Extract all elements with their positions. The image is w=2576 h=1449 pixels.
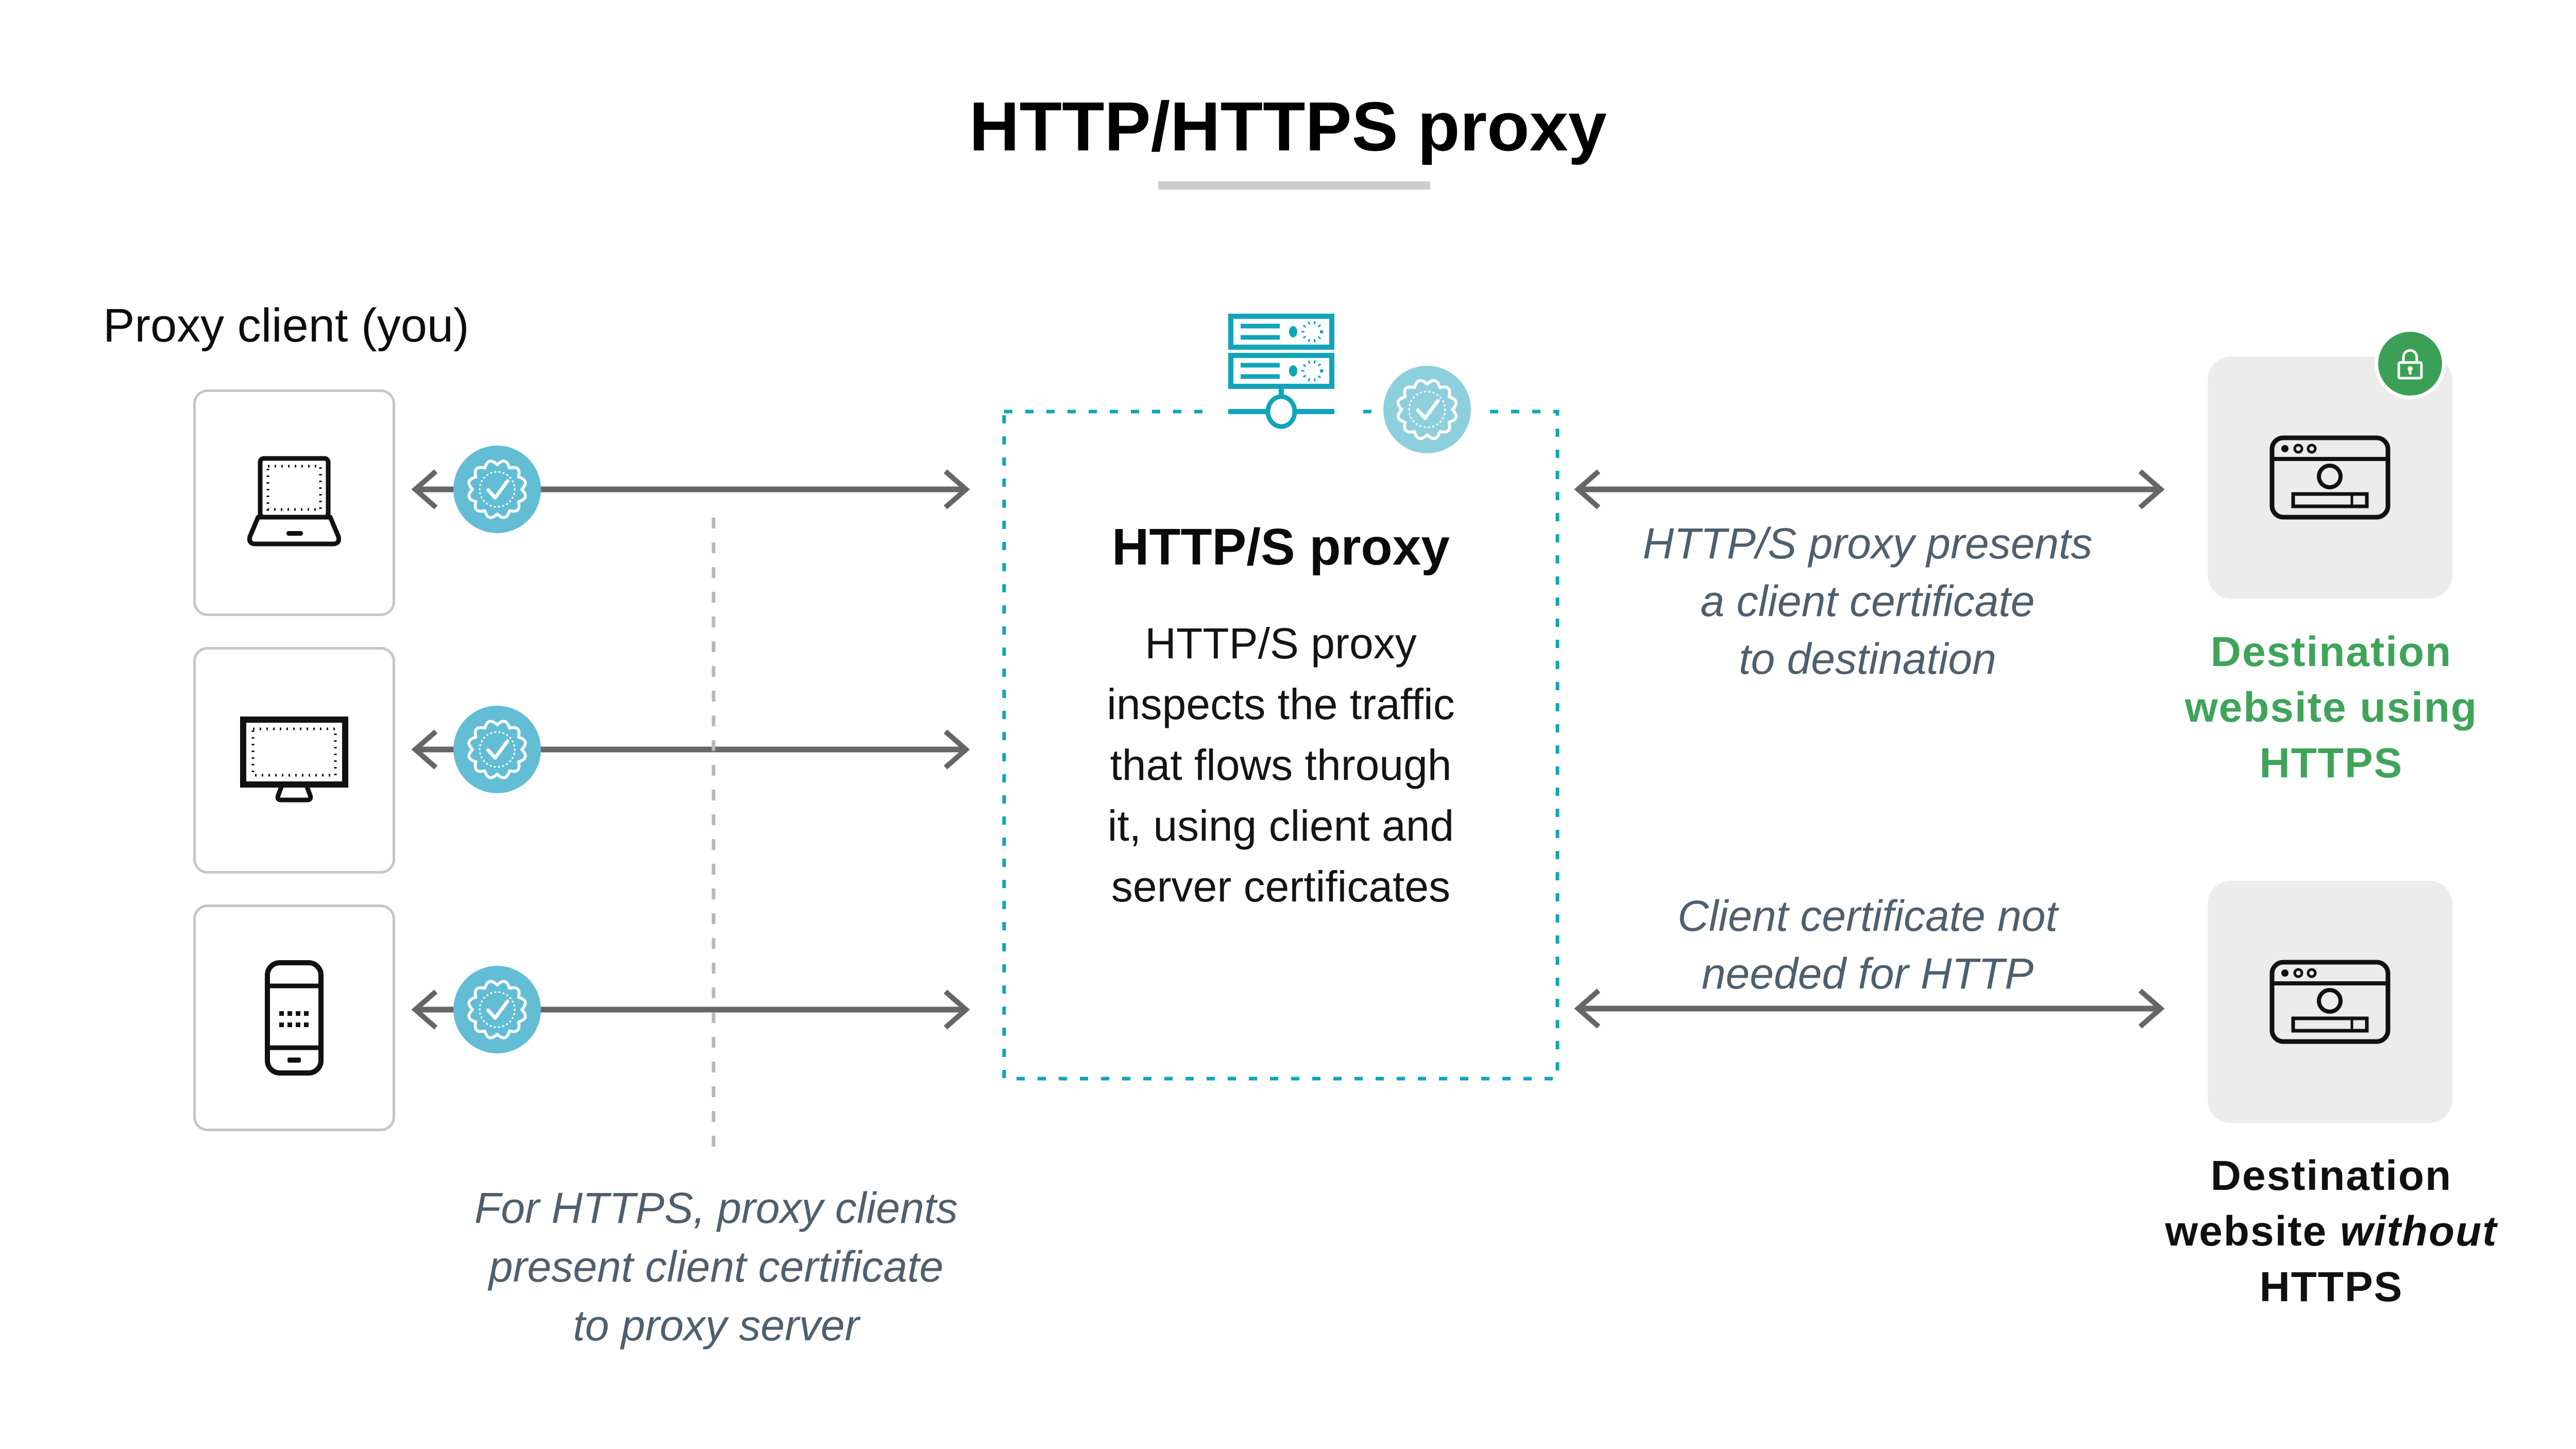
device-box-smartphone <box>193 905 395 1131</box>
destination-label-line: HTTPS <box>2259 740 2403 787</box>
destination-label-line: website using <box>2184 684 2478 731</box>
website-browser-icon <box>2269 435 2391 520</box>
destination-http-label: Destination website without HTTPS <box>2099 1148 2563 1315</box>
annotation-client-cert-to-proxy: For HTTPS, proxy clients present client … <box>381 1179 1051 1355</box>
dashed-separator-line <box>711 518 716 1156</box>
destination-label-line: Destination <box>2210 628 2452 675</box>
destination-https-box <box>2208 356 2452 599</box>
arrow-proxy-https-destination <box>1574 469 2165 509</box>
proxy-body-line: HTTP/S proxy <box>1145 619 1417 668</box>
page-title: HTTP/HTTPS proxy <box>969 88 1607 165</box>
website-browser-icon <box>2269 960 2391 1044</box>
proxy-box-heading: HTTP/S proxy <box>1112 518 1450 576</box>
desktop-monitor-icon <box>240 717 348 803</box>
label-italic-segment: without <box>2340 1208 2498 1255</box>
phone-dot-grid <box>279 1011 309 1027</box>
proxy-body-line: that flows through <box>1110 741 1452 789</box>
proxy-body-line: server certificates <box>1111 862 1451 911</box>
title-underline <box>1158 181 1430 190</box>
destination-https-label: Destination website using HTTPS <box>2099 624 2563 791</box>
certificate-check-rosette-icon <box>467 459 527 519</box>
proxy-server-icon <box>1228 314 1334 429</box>
destination-label-line: website without <box>2099 1204 2563 1259</box>
annotation-line: needed for HTTP <box>1701 949 2034 998</box>
destination-label-line: Destination <box>2210 1152 2452 1199</box>
annotation-line: Client certificate not <box>1677 892 2058 940</box>
https-lock-badge <box>2378 332 2442 396</box>
device-box-monitor <box>193 647 395 874</box>
proxy-server-icon-wrap <box>1202 312 1360 432</box>
label-regular-segment: website <box>2165 1208 2328 1255</box>
certificate-check-rosette-icon <box>1396 379 1458 440</box>
proxy-box-description: HTTP/S proxy inspects the traffic that f… <box>1002 613 1560 917</box>
annotation-line: a client certificate <box>1700 577 2035 625</box>
smartphone-icon <box>265 960 324 1076</box>
client-certificate-badge-icon <box>453 446 541 533</box>
certificate-check-rosette-icon <box>467 980 527 1039</box>
laptop-icon <box>247 456 341 547</box>
proxy-certificate-badge-icon <box>1383 366 1471 453</box>
proxy-body-line: it, using client and <box>1107 802 1454 850</box>
annotation-line: HTTP/S proxy presents <box>1642 519 2093 568</box>
annotation-line: to proxy server <box>573 1301 859 1350</box>
annotation-line: present client certificate <box>488 1242 944 1291</box>
destination-label-line: HTTPS <box>2259 1264 2403 1310</box>
proxy-client-label: Proxy client (you) <box>103 299 469 352</box>
destination-http-box <box>2208 881 2452 1123</box>
annotation-no-cert-for-http: Client certificate not needed for HTTP <box>1533 887 2202 1002</box>
arrow-proxy-http-destination <box>1574 988 2165 1029</box>
annotation-proxy-presents-cert: HTTP/S proxy presents a client certifica… <box>1533 515 2202 688</box>
https-lock-icon <box>2397 349 2423 380</box>
annotation-line: to destination <box>1739 635 1996 683</box>
certificate-check-rosette-icon <box>467 720 527 779</box>
proxy-body-line: inspects the traffic <box>1107 680 1455 728</box>
annotation-line: For HTTPS, proxy clients <box>474 1184 958 1232</box>
device-box-laptop <box>193 389 395 616</box>
client-certificate-badge-icon <box>453 706 541 793</box>
client-certificate-badge-icon <box>453 966 541 1053</box>
